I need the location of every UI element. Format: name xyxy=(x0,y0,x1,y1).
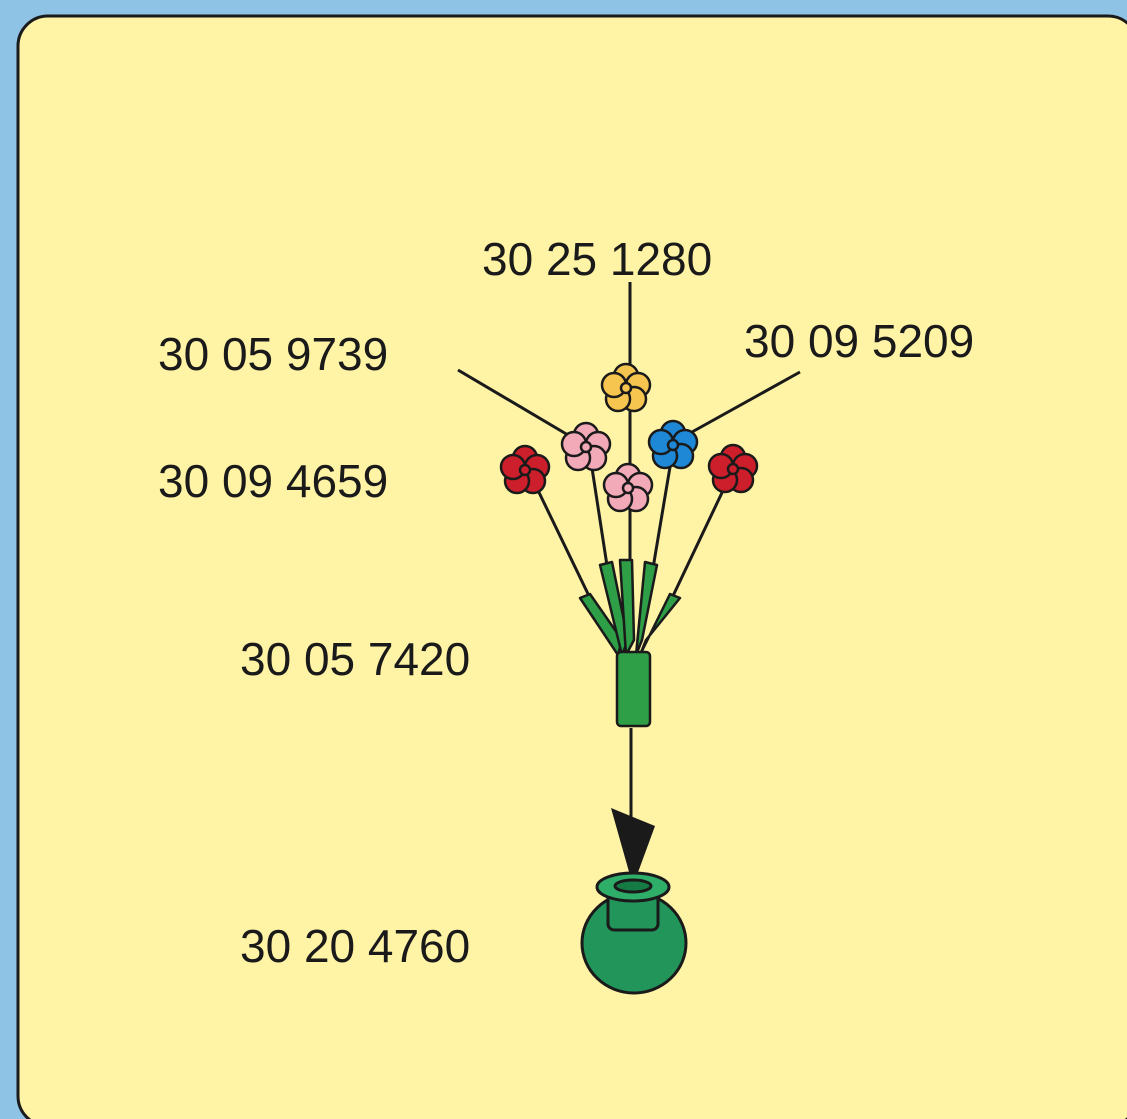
flower-pink-center xyxy=(602,462,654,513)
label-vase: 30 20 4760 xyxy=(240,920,470,972)
label-stem: 30 05 7420 xyxy=(240,633,470,685)
arrow-head xyxy=(611,808,655,886)
flower-yellow-top xyxy=(600,362,652,413)
flower-red-right xyxy=(707,443,759,494)
stem-holder-blade xyxy=(638,592,682,657)
flower-blue xyxy=(647,419,699,470)
flower-red-left xyxy=(499,444,551,495)
label-yellow-flower: 30 25 1280 xyxy=(482,233,712,285)
label-pink-flower: 30 05 9739 xyxy=(158,328,388,380)
stem-holder-blade xyxy=(618,558,636,657)
diagram-panel xyxy=(16,14,1127,1119)
leader-line-pink xyxy=(457,368,569,437)
label-blue-flower: 30 09 5209 xyxy=(744,315,974,367)
vase-opening xyxy=(613,878,653,894)
flowers xyxy=(499,362,759,513)
leader-line-blue xyxy=(691,370,801,434)
stem-holder xyxy=(578,558,682,728)
stem-line xyxy=(531,479,592,599)
flower-pink-left xyxy=(560,421,612,472)
vase xyxy=(580,871,688,995)
assembly-arrow xyxy=(611,728,655,886)
label-red-flower: 30 09 4659 xyxy=(158,455,388,507)
stem-line xyxy=(670,479,730,599)
stem-holder-blade xyxy=(634,560,659,657)
stem-holder-tube xyxy=(615,650,652,728)
part-labels: 30 25 1280 30 05 9739 30 09 5209 30 09 4… xyxy=(158,233,974,972)
leader-lines xyxy=(457,282,801,437)
